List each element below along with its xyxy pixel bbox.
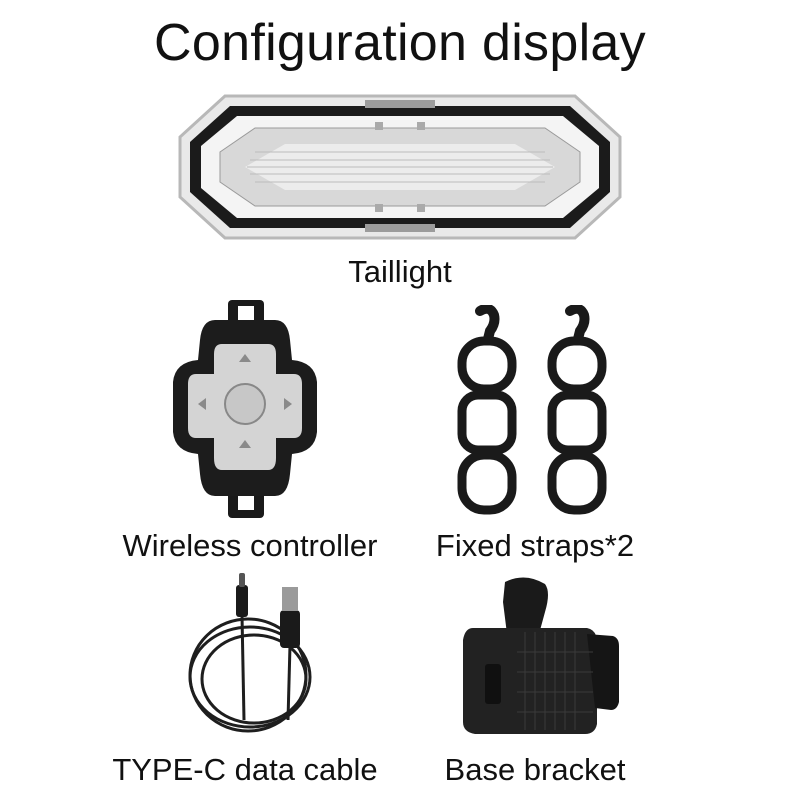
- wireless-controller-image: [170, 298, 320, 520]
- type-c-cable-icon: [188, 573, 312, 733]
- type-c-cable-label: TYPE-C data cable: [112, 752, 378, 787]
- taillight-image: [175, 92, 625, 242]
- taillight-label: Taillight: [348, 254, 452, 289]
- base-bracket-label: Base bracket: [444, 752, 626, 787]
- wireless-controller-label: Wireless controller: [122, 528, 378, 563]
- base-bracket-image: [455, 572, 625, 737]
- page-title: Configuration display: [154, 14, 646, 72]
- type-c-cable-image: [180, 565, 330, 740]
- base-bracket-icon: [463, 577, 619, 734]
- wireless-controller-icon: [173, 300, 317, 518]
- fixed-straps-image: [440, 305, 620, 520]
- fixed-straps-icon: [457, 305, 607, 515]
- fixed-straps-label: Fixed straps*2: [435, 528, 635, 563]
- taillight-icon: [178, 94, 622, 240]
